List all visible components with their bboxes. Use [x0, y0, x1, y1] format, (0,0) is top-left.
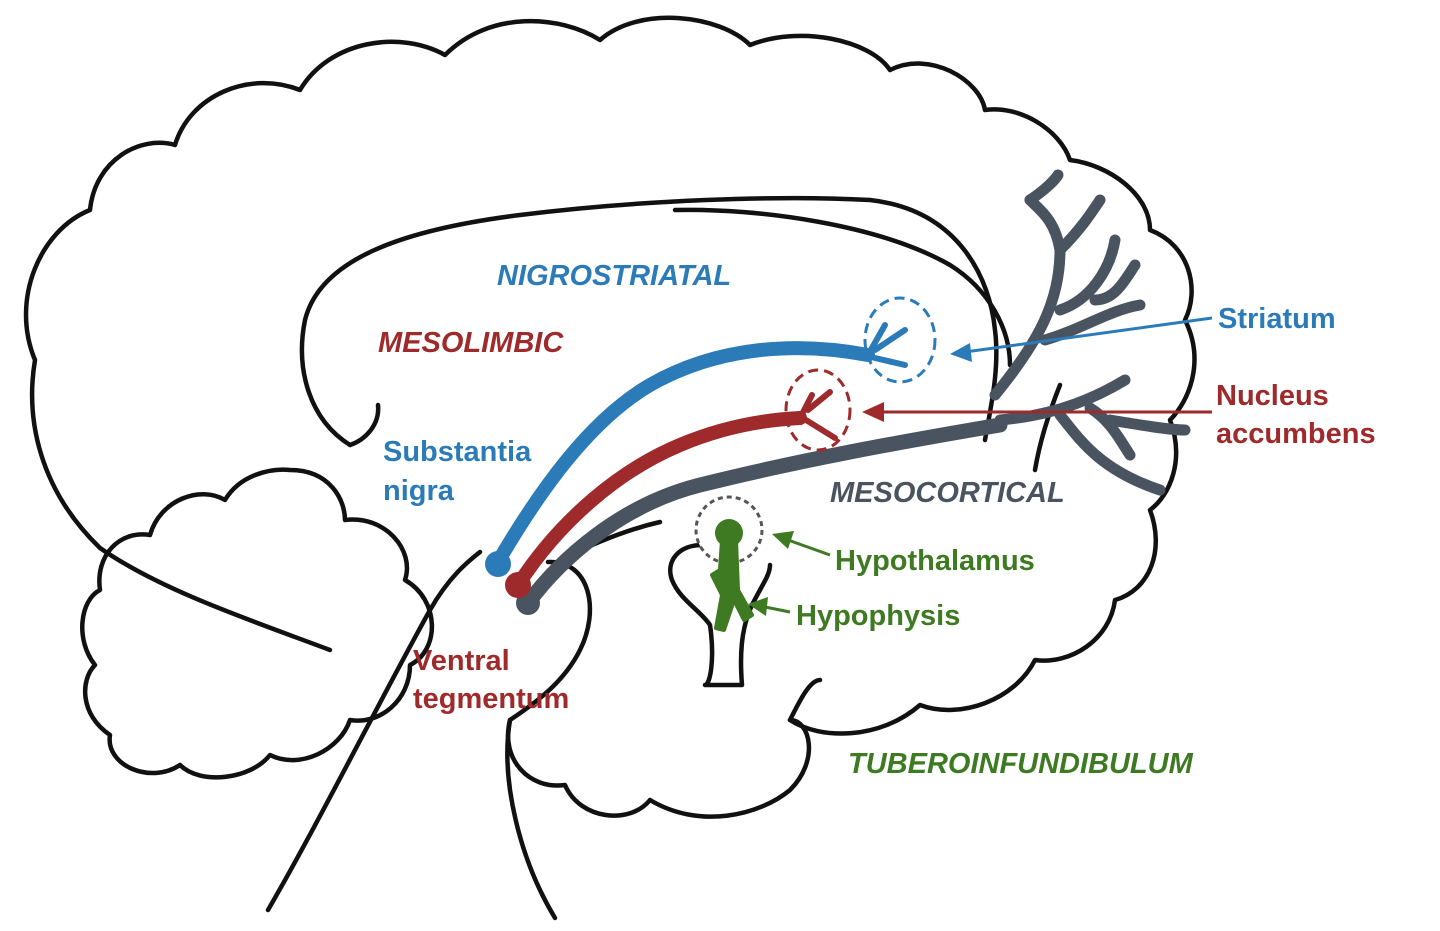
mesolimbic-label: MESOLIMBIC: [378, 327, 564, 359]
striatum-arrowhead: [950, 343, 972, 362]
nucleus-accumbens-region: [784, 368, 852, 452]
nigrostriatal-label: NIGROSTRIATAL: [497, 260, 731, 292]
substantia-nigra-label-line-2: nigra: [383, 475, 455, 507]
mesolimbic-terminal-branches: [797, 389, 838, 441]
hypothalamus-label: Hypothalamus: [835, 545, 1035, 577]
striatum-region: [863, 296, 937, 384]
hypophysis-arrow: [764, 605, 791, 614]
mesocortical-pathway: [520, 417, 1008, 611]
mesocortical-label: MESOCORTICAL: [830, 477, 1065, 509]
striatum-label: Striatum: [1218, 303, 1336, 335]
hypophysis-label: Hypophysis: [796, 600, 960, 632]
mesocortical-cortex-branches: [989, 169, 1191, 496]
nucleus-accumbens-label-line-2: accumbens: [1216, 418, 1376, 450]
pons-outline: [505, 559, 653, 818]
cortex-fold-small: [347, 402, 381, 448]
nigrostriatal-pathway: [491, 341, 875, 569]
hypophysis-arrowhead: [748, 597, 768, 616]
striatum-arrow: [964, 316, 1213, 354]
nucleus-accumbens-arrowhead: [862, 402, 884, 422]
corpus-callosum-outline: [299, 195, 999, 448]
ventral-tegmentum-label-line-1: Ventral: [413, 645, 510, 677]
nucleus-accumbens-label-line-1: Nucleus: [1216, 380, 1329, 412]
tuberoinfundibular-stalk: [710, 538, 754, 632]
mesocortical-fold-line: [1032, 382, 1063, 473]
brainstem-front: [265, 549, 483, 913]
substantia-nigra-label-line-1: Substantia: [383, 436, 532, 468]
cerebellum-outline: [80, 467, 435, 780]
cerebrum-outline: [23, 15, 1197, 736]
mesolimbic-pathway: [511, 411, 807, 592]
arrows: [748, 316, 1213, 616]
hypothalamus-arrowhead: [772, 531, 794, 549]
nigrostriatal-origin-dot: [485, 551, 511, 577]
nigrostriatal-terminal-branches: [865, 322, 908, 368]
hypothalamus-arrow: [787, 538, 831, 557]
temporal-lobe-outline: [647, 677, 823, 819]
brainstem-back: [505, 717, 558, 921]
corpus-callosum-inner: [672, 207, 1013, 368]
tuberoinfundibulum-label: TUBEROINFUNDIBULUM: [848, 748, 1194, 780]
ventral-tegmentum-label-line-2: tegmentum: [413, 683, 569, 715]
mesolimbic-origin-dot: [505, 572, 531, 598]
